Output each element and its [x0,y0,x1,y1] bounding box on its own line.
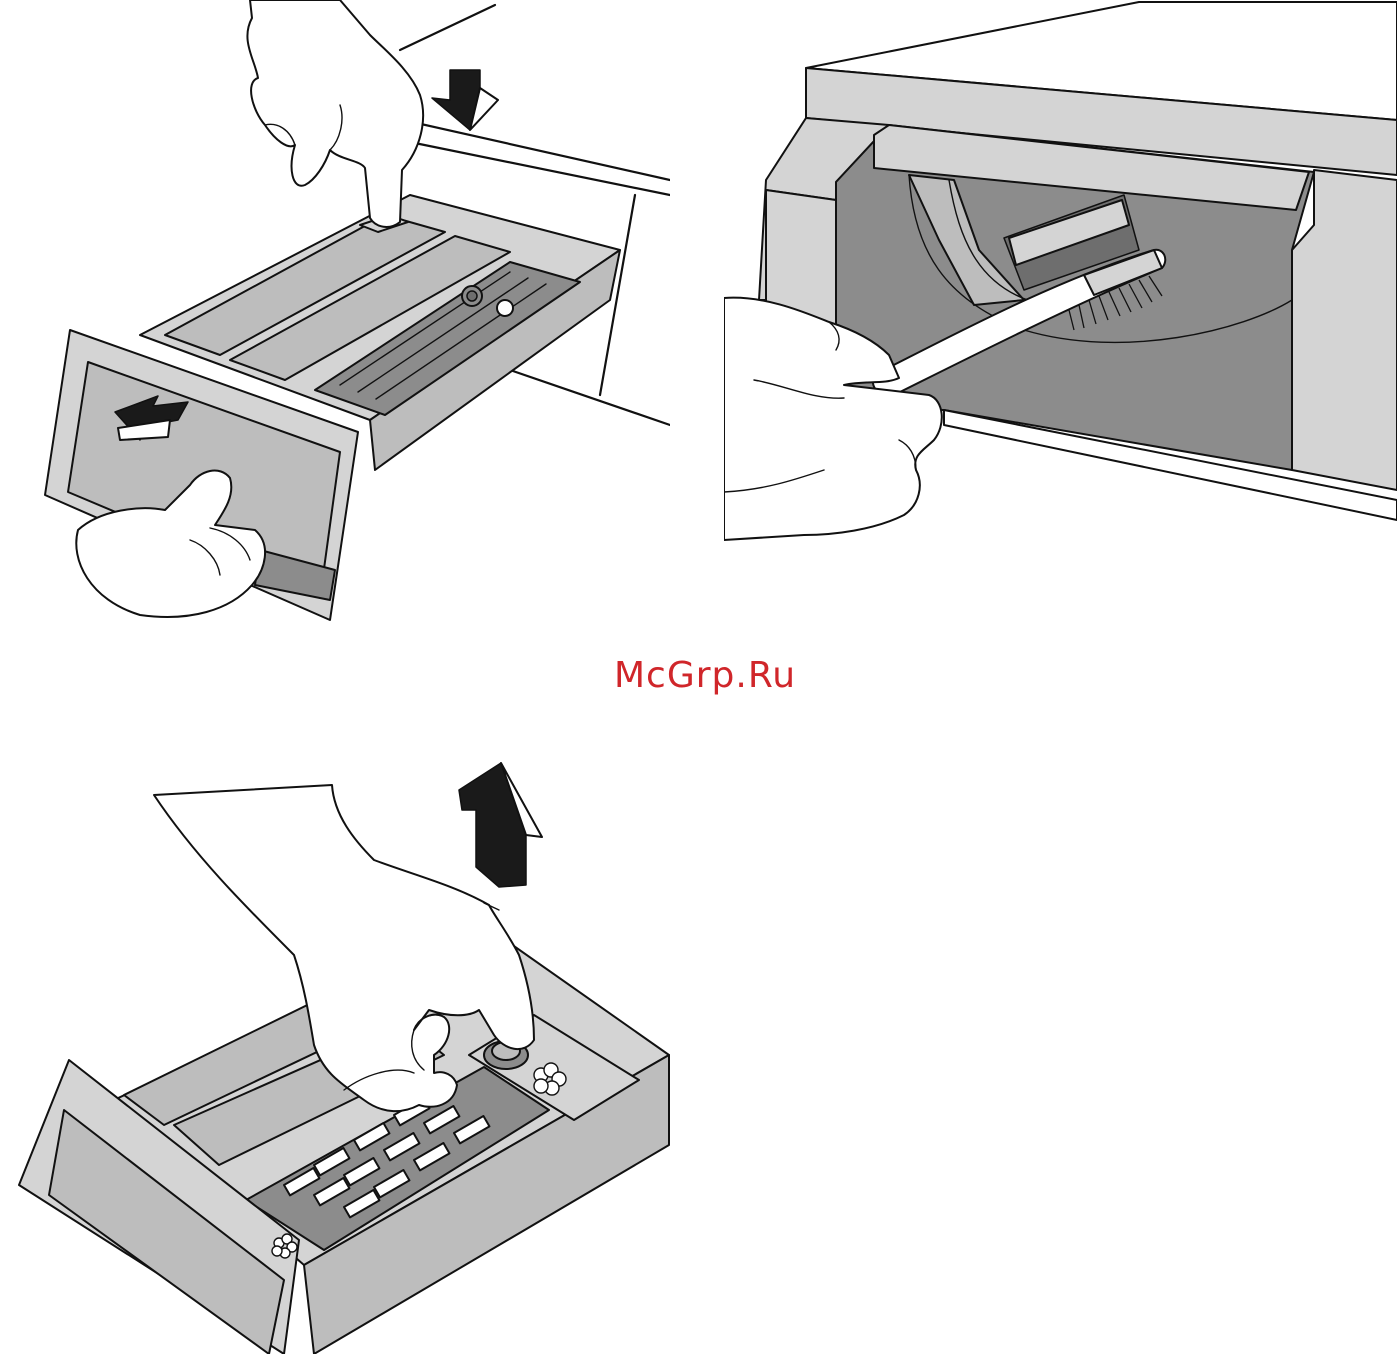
recess-cleaning-illustration [724,0,1397,565]
siphon-removal-illustration [14,755,674,1354]
drawer-removal-illustration [40,0,670,625]
watermark-text: McGrp.Ru [560,655,850,696]
